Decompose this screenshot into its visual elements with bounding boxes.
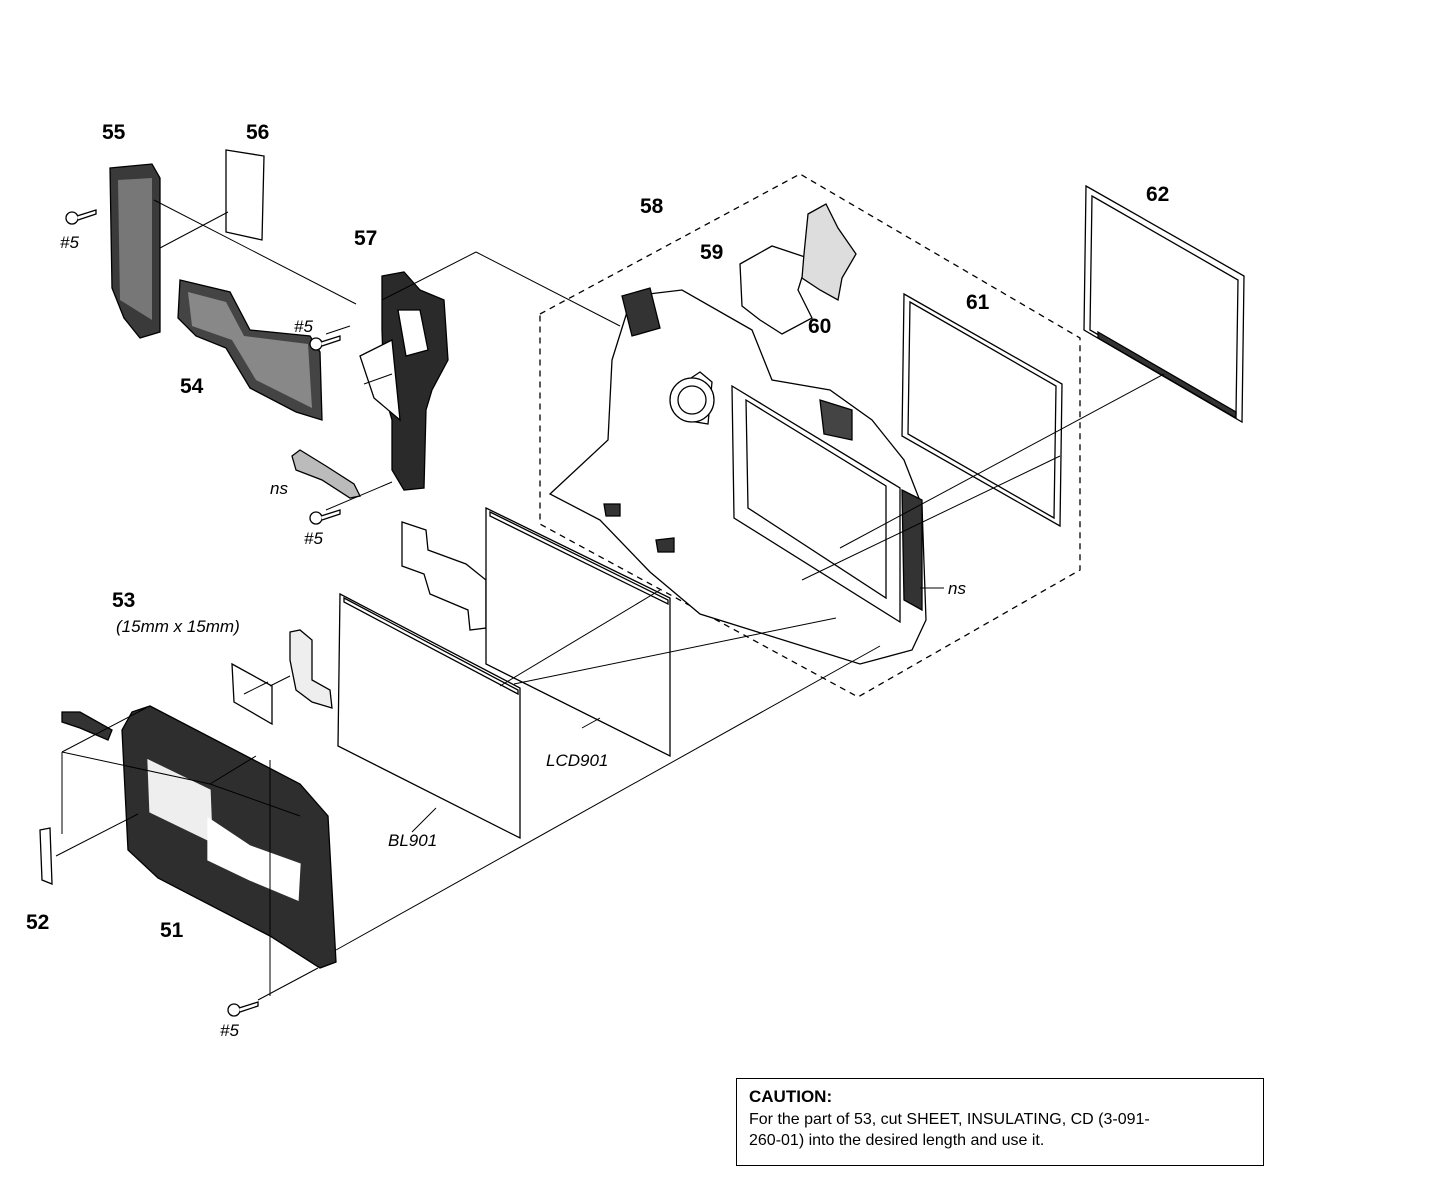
screw-label-1: #5	[60, 233, 79, 252]
part-56-sheet	[225, 149, 265, 241]
callout-56: 56	[246, 121, 270, 144]
assembly-58-outline	[539, 173, 1081, 698]
screw-label-4: #5	[220, 1021, 239, 1040]
caution-title: CAUTION:	[749, 1087, 833, 1106]
part-58-rear-cabinet	[548, 287, 927, 665]
callout-58: 58	[640, 195, 664, 218]
ns-bracket-upper	[291, 449, 361, 499]
callout-62: 62	[1146, 183, 1170, 206]
callout-57: 57	[354, 227, 378, 250]
part-53-sheet	[231, 662, 273, 726]
callout-61: 61	[966, 291, 990, 314]
ns-label-1: ns	[270, 479, 288, 498]
part-60-sheet	[801, 203, 857, 302]
callout-51: 51	[160, 919, 184, 942]
part-51-chassis	[61, 705, 337, 969]
lcd-flex-cable	[401, 521, 487, 631]
callout-55: 55	[102, 121, 126, 144]
part-59-sheet	[739, 245, 813, 335]
part-62-window	[1083, 184, 1245, 424]
callout-53-size: (15mm x 15mm)	[116, 617, 240, 636]
part-57-frame	[359, 271, 449, 491]
bracket-near-53	[289, 629, 333, 709]
ns-label-2: ns	[948, 579, 966, 598]
part-54-board	[177, 279, 323, 421]
part-61-frame	[901, 292, 1063, 528]
part-lcd901	[485, 506, 671, 758]
screw-label-2: #5	[294, 317, 313, 336]
callout-60: 60	[808, 315, 832, 338]
callout-52: 52	[26, 911, 50, 934]
callout-bl901: BL901	[388, 831, 438, 850]
screw-label-3: #5	[304, 529, 323, 548]
caution-line-2: 260-01) into the desired length and use …	[749, 1131, 1045, 1149]
callout-54: 54	[180, 375, 204, 398]
part-52	[39, 827, 53, 885]
part-bl901	[337, 592, 521, 840]
caution-line-1: For the part of 53, cut SHEET, INSULATIN…	[749, 1111, 1150, 1128]
callout-lcd901: LCD901	[546, 751, 609, 770]
assembly-lines	[55, 199, 1165, 1001]
part-55-bracket	[109, 163, 161, 339]
callout-53: 53	[112, 589, 136, 612]
caution-box: CAUTION: For the part of 53, cut SHEET, …	[736, 1078, 1264, 1166]
callout-59: 59	[700, 241, 724, 264]
screws	[65, 209, 341, 1017]
